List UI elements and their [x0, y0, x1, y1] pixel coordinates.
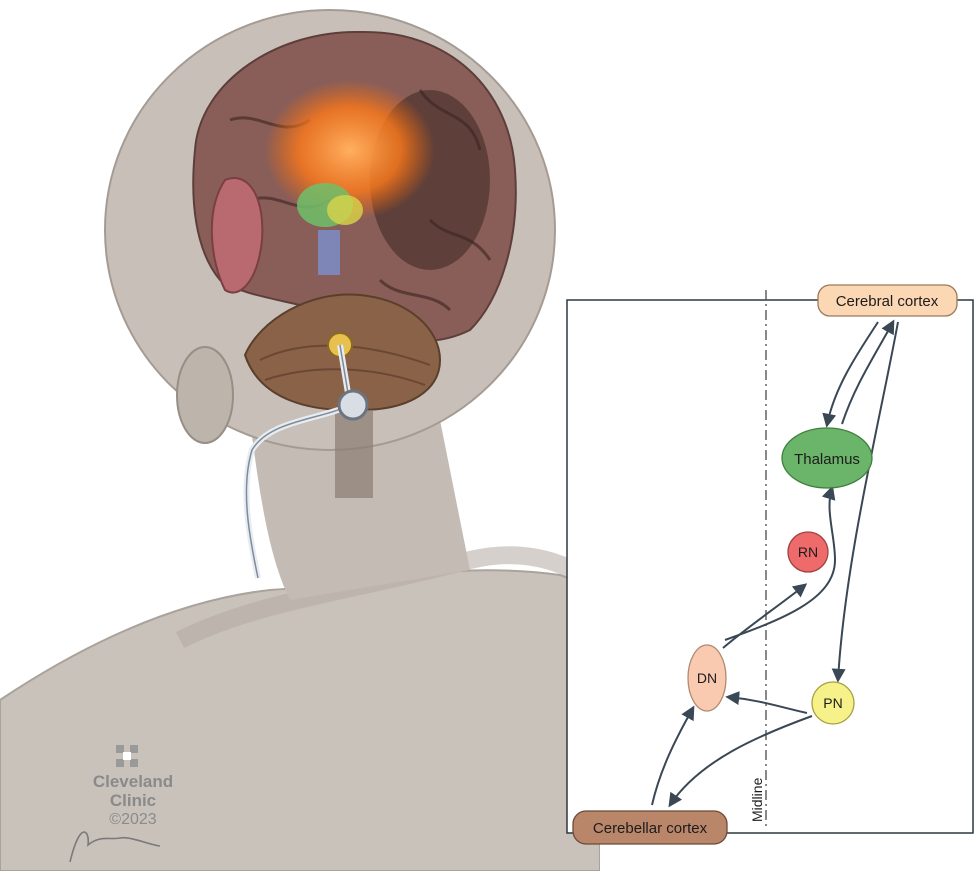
pathway-arrows — [651, 319, 899, 808]
copyright-text: ©2023 — [109, 811, 157, 828]
arrow-cerebellar-to-dn — [651, 705, 695, 806]
arrow-thalamus-to-cortex — [841, 319, 895, 425]
node-cerebellar-cortex: Cerebellar cortex — [572, 810, 728, 845]
cerebellar-cortex-label: Cerebellar cortex — [593, 820, 708, 837]
arrow-cortex-to-pn — [831, 321, 899, 683]
node-dn: DN — [687, 644, 727, 712]
arrow-pn-to-dn — [725, 691, 808, 714]
arrow-dn-to-rn — [722, 583, 808, 649]
thalamus-label: Thalamus — [794, 451, 860, 468]
fiber-glow — [265, 80, 435, 220]
temporal-lobe — [210, 177, 264, 294]
node-cerebral-cortex: Cerebral cortex — [817, 284, 958, 317]
dn-label: DN — [697, 670, 717, 686]
node-rn: RN — [787, 531, 829, 573]
node-pn: PN — [811, 681, 855, 725]
burr-hole-cap — [337, 389, 369, 421]
signature-mark — [69, 831, 161, 863]
ear-shape — [176, 346, 234, 444]
neck-shape — [250, 420, 470, 600]
clinic-name-line1: Cleveland — [92, 772, 174, 791]
arrow-dn-to-thalamus — [724, 485, 837, 641]
spinal-cord — [335, 410, 373, 498]
brainstem — [318, 230, 340, 275]
midline-label: Midline — [749, 777, 765, 822]
clinic-name-line2: Clinic — [109, 791, 157, 810]
diagram-frame — [566, 299, 974, 834]
node-thalamus: Thalamus — [781, 427, 873, 489]
torso-shape — [0, 569, 600, 871]
pn-label: PN — [823, 695, 842, 711]
cleveland-clinic-logo — [116, 745, 138, 767]
brain-illustration — [0, 9, 600, 871]
arrow-pn-to-cerebellar — [668, 715, 813, 808]
rn-label: RN — [798, 544, 818, 560]
arrow-cortex-to-thalamus — [822, 321, 879, 428]
cerebral-cortex-label: Cerebral cortex — [836, 293, 939, 310]
